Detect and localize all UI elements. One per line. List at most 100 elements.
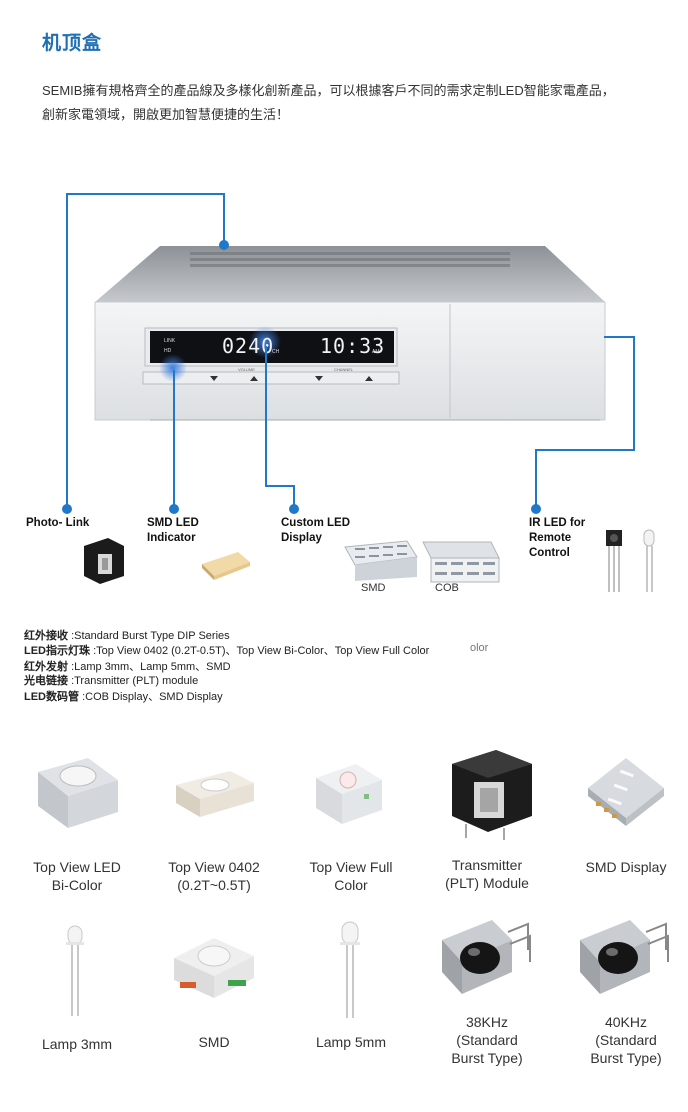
top-view-full-color-image bbox=[316, 764, 382, 824]
display-channel-suffix: CH bbox=[272, 349, 280, 355]
display-time: 10:33 bbox=[320, 334, 386, 358]
channel-label: CHANNEL bbox=[334, 367, 354, 372]
product-label-line1: 40KHz bbox=[604, 1014, 648, 1030]
spec-key: 红外接收 bbox=[24, 630, 68, 642]
page-title: 机顶盒 bbox=[42, 33, 103, 54]
product-label-smd-display: SMD Display bbox=[566, 858, 686, 876]
display-indicators: LINK HD bbox=[164, 336, 175, 356]
intro-line-1: SEMIB擁有規格齊全的產品線及多樣化創新產品，可以根據客戶不同的需求定制LED… bbox=[42, 83, 615, 98]
display-time-suffix: AM bbox=[372, 349, 380, 355]
product-label-lamp-5mm: Lamp 5mm bbox=[291, 1033, 411, 1051]
transmitter-plt-module-image bbox=[452, 750, 532, 840]
intro-line-2: 創新家電領域，開啟更加智慧便捷的生活！ bbox=[42, 107, 290, 122]
spec-ghost-text: olor bbox=[470, 642, 489, 654]
callout-dot-display bbox=[289, 504, 299, 514]
product-label-40khz: 40KHz (Standard Burst Type) bbox=[566, 1013, 686, 1067]
callout-line-ir-h bbox=[535, 449, 635, 451]
smd-display-image bbox=[588, 758, 664, 826]
spec-row-ir-receive: 红外接收 :Standard Burst Type DIP Series bbox=[24, 627, 230, 643]
product-label-line2: (0.2T~0.5T) bbox=[177, 877, 251, 893]
ir-receiver-40khz-image bbox=[580, 920, 669, 994]
spec-row-digit-tube: LED数码管 :COB Display、SMD Display bbox=[24, 688, 223, 704]
label-smd-led-line2: Indicator bbox=[147, 532, 196, 544]
smd-led-indicator-image bbox=[202, 552, 250, 580]
display-channel: 0240 bbox=[222, 334, 275, 358]
callout-line-display-h bbox=[265, 485, 295, 487]
indicator-link: LINK bbox=[164, 338, 176, 344]
label-smd-led-line1: SMD LED bbox=[147, 517, 199, 529]
spec-value: :Transmitter (PLT) module bbox=[71, 675, 199, 687]
product-label-line2: Bi-Color bbox=[51, 877, 103, 893]
top-view-0402-image bbox=[176, 771, 254, 817]
product-label-line2: (PLT) Module bbox=[445, 875, 529, 891]
spec-value: :Lamp 3mm、Lamp 5mm、SMD bbox=[71, 661, 231, 673]
label-custom-led-display: Custom LED Display bbox=[281, 516, 350, 546]
spec-key: LED数码管 bbox=[24, 691, 79, 703]
ir-receiver-38khz-image bbox=[442, 920, 531, 994]
cob-display-segment-image bbox=[422, 541, 500, 583]
spec-value: :COB Display、SMD Display bbox=[82, 691, 223, 703]
lamp-3mm-image bbox=[66, 925, 84, 1016]
product-label-line1: Top View LED bbox=[33, 859, 121, 875]
lamp-5mm-image bbox=[340, 921, 360, 1018]
label-ir-led: IR LED for Remote Control bbox=[529, 516, 585, 561]
product-label-line2: (Standard bbox=[456, 1032, 518, 1048]
smd-display-segment-image bbox=[344, 540, 418, 581]
spec-value: :Top View 0402 (0.2T-0.5T)、Top View Bi-C… bbox=[93, 645, 430, 657]
smd-led-image bbox=[174, 938, 254, 998]
product-label-line3: Burst Type) bbox=[590, 1050, 662, 1066]
product-label-line1: Top View Full bbox=[309, 859, 393, 875]
callout-line-display-drop bbox=[293, 485, 295, 510]
label-ir-led-line1: IR LED for bbox=[529, 517, 586, 529]
product-label-line1: Lamp 5mm bbox=[315, 1034, 387, 1050]
product-label-lamp-3mm: Lamp 3mm bbox=[17, 1035, 137, 1053]
spec-row-ir-emit: 红外发射 :Lamp 3mm、Lamp 5mm、SMD bbox=[24, 658, 231, 674]
ir-led-lamp-image bbox=[643, 529, 655, 592]
volume-label: VOLUME bbox=[238, 367, 255, 372]
product-label-line1: SMD Display bbox=[585, 859, 667, 875]
product-label-line2: (Standard bbox=[595, 1032, 657, 1048]
spec-key: 光电链接 bbox=[24, 675, 68, 687]
product-label-line1: Transmitter bbox=[451, 857, 523, 873]
callout-line-photo-link bbox=[66, 193, 68, 511]
spec-row-led-indicator: LED指示灯珠 :Top View 0402 (0.2T-0.5T)、Top V… bbox=[24, 642, 429, 658]
callout-dot-photo-link bbox=[62, 504, 72, 514]
caption-cob: COB bbox=[435, 582, 459, 594]
product-label-line3: Burst Type) bbox=[451, 1050, 523, 1066]
spec-row-photo-link: 光电链接 :Transmitter (PLT) module bbox=[24, 672, 198, 688]
callout-dot-smd-indicator bbox=[169, 504, 179, 514]
product-label-top-view-bicolor: Top View LED Bi-Color bbox=[17, 858, 137, 894]
label-custom-led-line1: Custom LED bbox=[281, 517, 350, 529]
product-label-transmitter-plt: Transmitter (PLT) Module bbox=[427, 856, 547, 892]
product-label-line2: Color bbox=[334, 877, 368, 893]
ir-receiver-image bbox=[606, 530, 622, 592]
label-custom-led-line2: Display bbox=[281, 532, 322, 544]
label-photo-link: Photo- Link bbox=[26, 517, 90, 529]
product-label-line1: 38KHz bbox=[465, 1014, 509, 1030]
product-label-top-view-0402: Top View 0402 (0.2T~0.5T) bbox=[154, 858, 274, 894]
callout-line-photo-link-drop bbox=[223, 193, 225, 245]
indicator-hd: HD bbox=[164, 348, 172, 354]
photo-link-module-image bbox=[84, 538, 124, 584]
label-smd-led-indicator: SMD LED Indicator bbox=[147, 516, 199, 546]
product-label-line1: Top View 0402 bbox=[168, 859, 260, 875]
callout-line-ir-v bbox=[633, 336, 635, 451]
callout-line-smd-indicator bbox=[173, 370, 175, 510]
callout-dot-top bbox=[219, 240, 229, 250]
label-ir-led-line2: Remote bbox=[529, 532, 572, 544]
product-label-top-view-full-color: Top View Full Color bbox=[291, 858, 411, 894]
spec-value: :Standard Burst Type DIP Series bbox=[71, 630, 230, 642]
spec-key: LED指示灯珠 bbox=[24, 645, 90, 657]
callout-line-display-v bbox=[265, 346, 267, 486]
set-top-box-illustration bbox=[94, 246, 606, 421]
callout-line-ir-top bbox=[604, 336, 635, 338]
product-label-smd: SMD bbox=[154, 1033, 274, 1051]
caption-smd: SMD bbox=[361, 582, 386, 594]
callout-line-ir-drop bbox=[535, 449, 537, 509]
callout-dot-ir bbox=[531, 504, 541, 514]
product-label-38khz: 38KHz (Standard Burst Type) bbox=[427, 1013, 547, 1067]
callout-line-photo-link-top bbox=[66, 193, 225, 195]
product-label-line1: Lamp 3mm bbox=[41, 1036, 113, 1052]
label-ir-led-line3: Control bbox=[529, 547, 570, 559]
spec-key: 红外发射 bbox=[24, 661, 68, 673]
